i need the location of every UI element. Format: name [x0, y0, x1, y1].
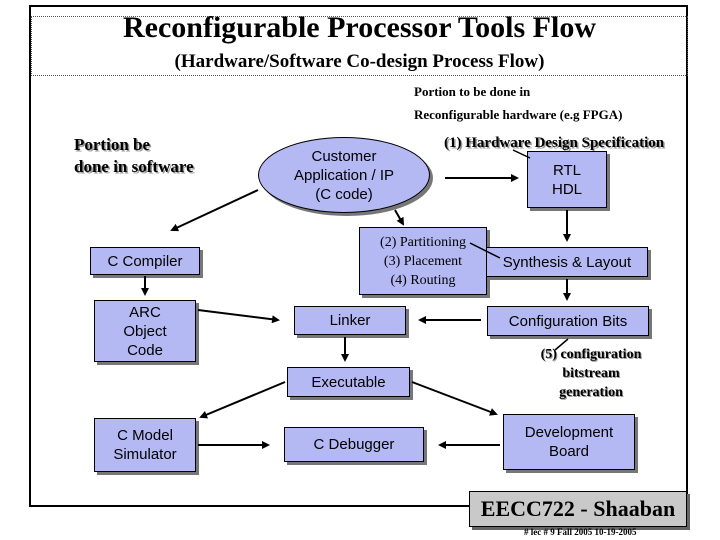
customer-line3: (C code): [315, 185, 373, 203]
connector-config-to-gen: [554, 338, 569, 351]
arrow-executable-to-devboard: [411, 381, 498, 416]
partition-line2: (3) Placement: [383, 253, 463, 269]
arrow-customer-to-compiler: [170, 189, 259, 232]
slide-frame: [29, 5, 688, 507]
hw-spec-label: (1) Hardware Design Specification: [444, 135, 665, 151]
course-footer: EECC722 - Shaaban: [469, 491, 687, 527]
partition-line1: (2) Partitioning: [380, 234, 466, 250]
connector-spec-to-rtl: [512, 149, 531, 159]
partition-line3: (4) Routing: [390, 272, 456, 288]
arc-line2: Object: [123, 322, 167, 340]
config-gen-line2: bitstream: [562, 366, 620, 381]
executable-node: Executable: [287, 367, 410, 397]
arc-object-code-node: ARC Object Code: [94, 300, 196, 362]
config-generation-label: (5) configuration bitstream generation: [531, 341, 651, 406]
sw-note-line1: Portion be: [74, 135, 151, 154]
customer-application-node: Customer Application / IP (C code): [258, 137, 430, 213]
slide-subtitle: (Hardware/Software Co-design Process Flo…: [174, 51, 545, 72]
c-model-line2: Simulator: [113, 446, 177, 463]
linker-node: Linker: [294, 306, 406, 335]
c-model-simulator-node: C Model Simulator: [94, 418, 196, 472]
arc-line3: Code: [127, 341, 163, 359]
rtl-line2: HDL: [551, 180, 582, 198]
customer-line1: Customer: [311, 147, 377, 165]
rtl-line1: RTL: [552, 161, 582, 179]
rtl-hdl-node: RTL HDL: [527, 151, 607, 208]
connector-partition-to-synthesis: [469, 242, 501, 259]
configuration-bits-node: Configuration Bits: [487, 306, 649, 336]
config-gen-line1: (5) configuration: [540, 347, 642, 362]
arrow-executable-to-cmodel: [199, 381, 286, 419]
title-box: Reconfigurable Processor Tools Flow (Har…: [31, 11, 688, 76]
synthesis-layout-node: Synthesis & Layout: [486, 247, 648, 277]
hw-note-line2: Reconfigurable hardware (e.g FPGA): [414, 107, 623, 122]
arc-line1: ARC: [129, 303, 161, 321]
dev-board-line2: Board: [548, 443, 589, 460]
hw-note-line1: Portion to be done in: [414, 84, 531, 99]
lecture-info: # lec # 9 Fall 2005 10-19-2005: [524, 527, 637, 537]
customer-line2: Application / IP: [293, 166, 395, 184]
c-compiler-node: C Compiler: [90, 247, 200, 275]
arrow-customer-to-partition: [394, 209, 404, 226]
dev-board-line1: Development: [524, 424, 614, 441]
c-debugger-node: C Debugger: [284, 427, 424, 462]
slide-title: Reconfigurable Processor Tools Flow: [122, 11, 597, 44]
development-board-node: Development Board: [503, 414, 635, 470]
sw-note-line2: done in software: [74, 157, 194, 176]
partitioning-node: (2) Partitioning (3) Placement (4) Routi…: [359, 227, 487, 295]
arrow-arc-to-linker: [197, 309, 280, 324]
config-gen-line3: generation: [559, 385, 623, 400]
c-model-line1: C Model: [117, 427, 173, 444]
